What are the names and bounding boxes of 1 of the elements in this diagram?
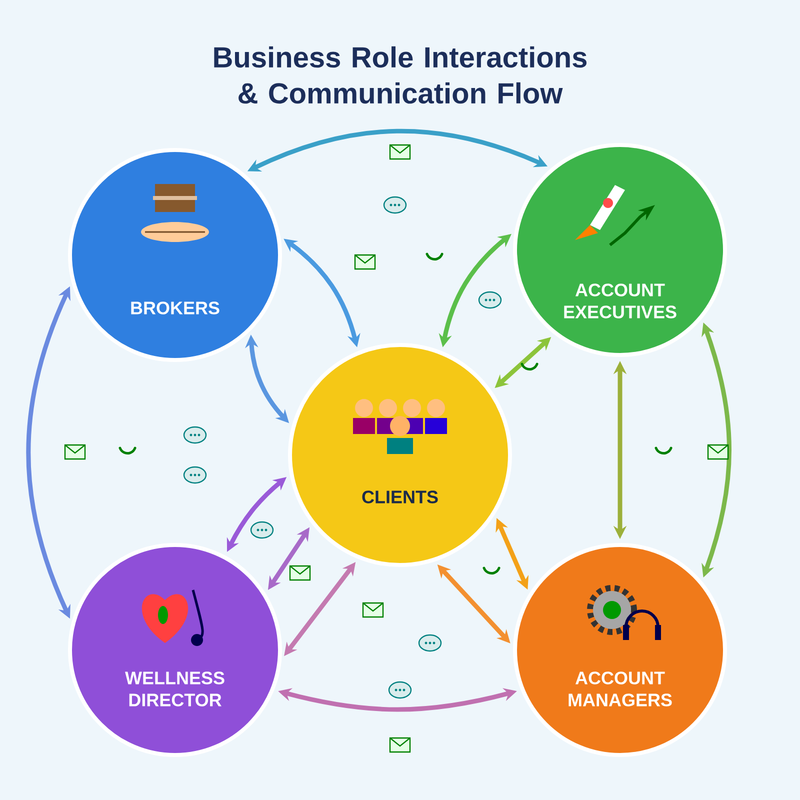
title: Business Role Interactions & Communication Flow	[214, 46, 587, 104]
